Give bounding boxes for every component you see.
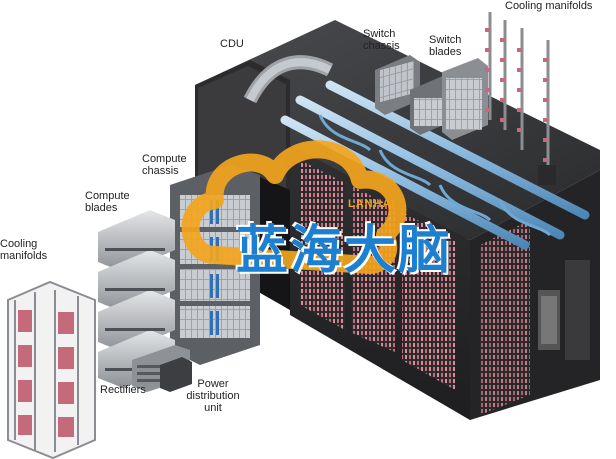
watermark-cloud-logo bbox=[181, 140, 407, 274]
label-compute-chassis: Compute chassis bbox=[142, 153, 187, 177]
switch-blades bbox=[442, 58, 488, 140]
power-distribution-unit bbox=[160, 357, 192, 392]
label-compute-blades: Compute blades bbox=[85, 190, 130, 214]
coolant-pipes bbox=[243, 55, 590, 250]
compute-blades bbox=[98, 210, 175, 388]
label-switch-blades: Switch blades bbox=[429, 34, 462, 58]
watermark-latin-text: LANHAI bbox=[348, 198, 396, 210]
label-cooling-manifolds-top: Cooling manifolds bbox=[505, 0, 593, 12]
top-cooling-manifolds bbox=[485, 12, 556, 185]
label-cdu: CDU bbox=[220, 38, 244, 50]
watermark-cjk-text: 蓝海大脑 bbox=[236, 221, 453, 281]
label-switch-chassis: Switch chassis bbox=[363, 28, 400, 52]
label-cooling-manifolds-left: Cooling manifolds bbox=[0, 238, 48, 262]
left-cooling-manifolds bbox=[7, 280, 96, 459]
label-rectifiers: Rectifiers bbox=[100, 384, 146, 396]
label-power-distribution-unit: Power distribution unit bbox=[186, 378, 240, 414]
